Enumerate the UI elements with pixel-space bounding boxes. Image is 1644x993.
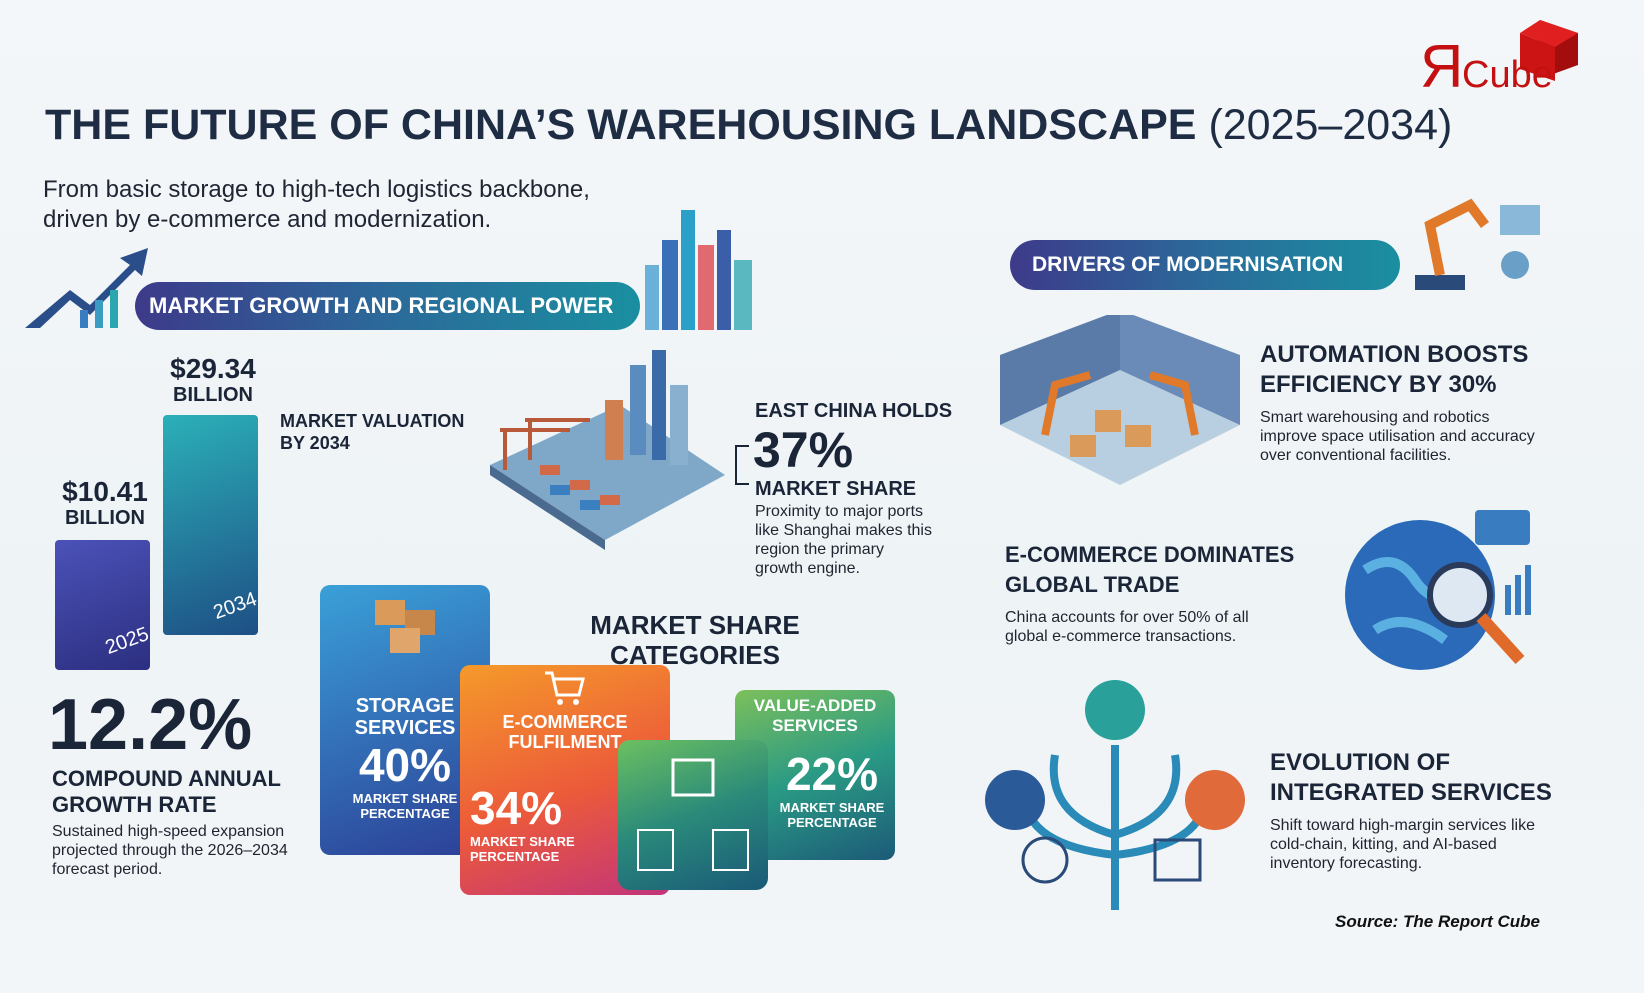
category-name: FULFILMENT (508, 732, 622, 752)
growth-arrow-icon (25, 248, 148, 328)
page-title: THE FUTURE OF CHINA’S WAREHOUSING LANDSC… (45, 100, 1452, 150)
cagr-label-line: COMPOUND ANNUAL (52, 766, 281, 791)
driver-title: EVOLUTION OF INTEGRATED SERVICES (1270, 748, 1552, 808)
globe-cart-icon (1345, 510, 1531, 670)
driver-title-line: GLOBAL TRADE (1005, 572, 1180, 597)
east-china-description: Proximity to major ports like Shanghai m… (755, 503, 932, 577)
category-name: E-COMMERCE (502, 712, 628, 732)
driver-title-line: AUTOMATION BOOSTS (1260, 341, 1529, 368)
category-value: 22% (785, 748, 879, 800)
east-china-label: MARKET SHARE (755, 478, 917, 500)
driver-title-line: INTEGRATED SERVICES (1270, 779, 1552, 806)
cagr-description: Sustained high-speed expansion projected… (52, 823, 288, 878)
category-value: 34% (470, 782, 563, 834)
boxes-icon (375, 600, 435, 653)
driver-description: China accounts for over 50% of all globa… (1005, 609, 1249, 645)
category-name: SERVICES (354, 717, 456, 739)
bracket-divider (735, 445, 749, 485)
drivers-section-title: DRIVERS OF MODERNISATION (1032, 253, 1344, 276)
cagr-value: 12.2% (48, 685, 253, 765)
shopping-cart-icon (545, 671, 585, 705)
category-name: SERVICES (772, 716, 858, 735)
driver-title: AUTOMATION BOOSTS EFFICIENCY BY 30% (1260, 340, 1528, 400)
chip-icon (637, 758, 749, 871)
market-section-title: MARKET GROWTH AND REGIONAL POWER (149, 293, 614, 318)
category-label: MARKET SHARE (779, 800, 885, 815)
category-value: 40% (358, 739, 452, 791)
category-label: MARKET SHARE (352, 791, 458, 806)
bar-2034 (163, 415, 258, 635)
category-label: PERCENTAGE (360, 806, 450, 821)
source-credit: Source: The Report Cube (1335, 912, 1540, 931)
categories-title-line: MARKET SHARE (590, 610, 800, 640)
value-2025-unit: BILLION (65, 507, 145, 529)
category-name: STORAGE (355, 695, 455, 717)
drivers-section-band: DRIVERS OF MODERNISATION (1010, 240, 1400, 290)
driver-title-line: E-COMMERCE DOMINATES (1005, 542, 1295, 567)
robot-warehouse-icon (1000, 315, 1240, 485)
driver-title-line: EFFICIENCY BY 30% (1260, 371, 1497, 398)
driver-description: Shift toward high-margin services like c… (1270, 817, 1535, 872)
category-label: PERCENTAGE (470, 849, 560, 864)
category-label: MARKET SHARE (470, 834, 575, 849)
subtitle: From basic storage to high-tech logistic… (43, 175, 590, 235)
logo-text: Я (1420, 33, 1463, 90)
east-china-value: 37% (753, 422, 854, 478)
driver-description: Smart warehousing and robotics improve s… (1260, 409, 1535, 464)
valuation-label: MARKET VALUATION BY 2034 (280, 411, 465, 453)
port-city-illustration (490, 350, 725, 550)
cagr-label-line: GROWTH RATE (52, 792, 217, 817)
service-tree-icon (985, 680, 1245, 910)
category-label: PERCENTAGE (787, 815, 877, 830)
value-2034-unit: BILLION (173, 384, 253, 406)
svg-text:Cube: Cube (1462, 54, 1553, 90)
market-section-band: MARKET GROWTH AND REGIONAL POWER (135, 282, 640, 330)
robot-arm-icon (1415, 198, 1540, 290)
value-2025-amount: $10.41 (62, 476, 148, 507)
subtitle-line: From basic storage to high-tech logistic… (43, 176, 590, 203)
driver-title-line: EVOLUTION OF (1270, 749, 1450, 776)
bar-2025 (55, 540, 150, 670)
category-name: VALUE-ADDED (753, 696, 877, 715)
title-text: THE FUTURE OF CHINA’S WAREHOUSING LANDSC… (45, 101, 1197, 149)
title-years: (2025–2034) (1208, 101, 1453, 149)
chip-cube (618, 740, 768, 890)
driver-title: E-COMMERCE DOMINATES GLOBAL TRADE (1005, 540, 1294, 600)
categories-title-line: CATEGORIES (610, 640, 780, 670)
east-china-heading: EAST CHINA HOLDS (755, 400, 953, 422)
value-2034-amount: $29.34 (170, 353, 256, 384)
city-skyline-icon (645, 210, 752, 330)
subtitle-line: driven by e-commerce and modernization. (43, 206, 492, 233)
